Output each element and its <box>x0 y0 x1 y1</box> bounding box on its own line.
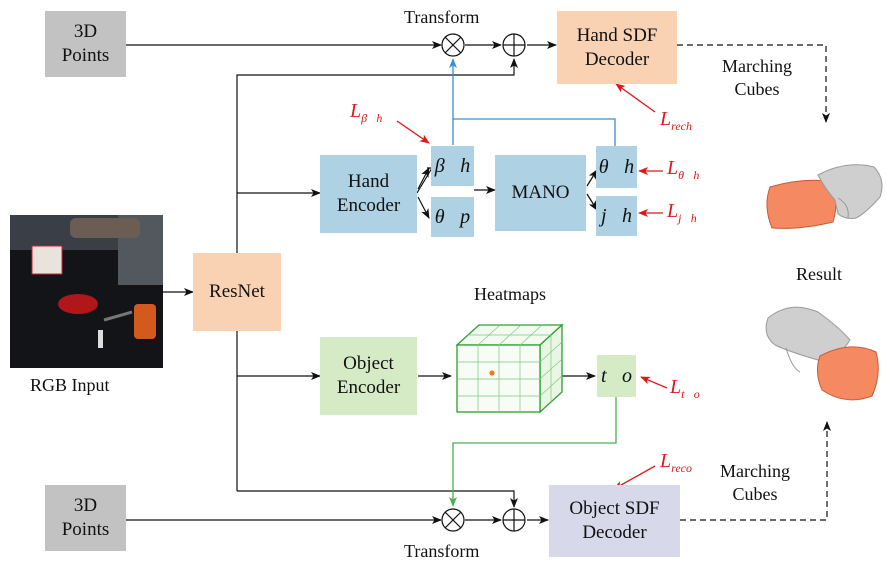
object-encoder-box: Object Encoder <box>320 337 417 415</box>
hand-encoder-box: Hand Encoder <box>320 155 417 233</box>
loss-rec-o: Lreco <box>660 450 693 475</box>
j-param-box: j⃗h <box>596 196 637 236</box>
transform-label-top: Transform <box>404 7 480 27</box>
result-mesh-top <box>766 164 883 229</box>
loss-arrow-beta <box>396 120 430 144</box>
loss-rec-h: Lrech <box>660 108 693 133</box>
black-connections <box>126 41 598 524</box>
multiply-top-op <box>441 33 465 57</box>
loss-j-h: Lj⃗h <box>667 200 697 225</box>
object-sdf-decoder-box: Object SDF Decoder <box>549 485 680 557</box>
add-bottom-op <box>502 508 526 532</box>
t-param-box: t⃗o <box>597 355 636 397</box>
points-input-bottom: 3D Points <box>45 485 126 551</box>
heatmap-volume <box>455 323 564 414</box>
green-t-to-multiply <box>449 397 617 507</box>
transform-label-bottom: Transform <box>404 541 480 561</box>
arrow-mano-j <box>586 193 598 211</box>
marching-cubes-top-label: Marching Cubes <box>722 56 792 100</box>
blue-beta-theta-to-multiply <box>453 118 616 146</box>
hand-sdf-decoder-box: Hand SDF Decoder <box>557 11 677 84</box>
arrow-encoder-beta <box>417 167 430 190</box>
dashed-object-marching <box>680 421 831 521</box>
dashed-hand-marching <box>677 44 830 123</box>
arrow-encoder-theta-p <box>417 196 430 219</box>
result-mesh-bottom <box>765 306 879 401</box>
loss-t-o: Lt⃗o <box>670 376 700 401</box>
object-translation-flow <box>449 397 617 507</box>
loss-beta: Lβ⃗h <box>350 100 383 125</box>
rgb-input-label: RGB Input <box>30 375 110 395</box>
trunk-resnet-top <box>236 58 518 264</box>
loss-arrow-t <box>640 376 668 389</box>
multiply-bottom-op <box>441 508 465 532</box>
result-label: Result <box>796 264 843 284</box>
rgb-input-image <box>10 215 163 368</box>
add-top-op <box>502 33 526 57</box>
theta-p-param-box: θ⃗p <box>431 197 474 237</box>
arrow-mano-theta <box>586 169 598 187</box>
loss-arrow-rec-h <box>615 83 656 113</box>
operators <box>441 33 526 532</box>
marching-cubes-bottom-label: Marching Cubes <box>720 461 790 505</box>
theta-h-param-box: θ⃗h <box>596 146 637 188</box>
beta-param-box: β⃗h <box>431 146 474 186</box>
points-input-top: 3D Points <box>45 11 126 77</box>
heatmap-peak <box>489 370 495 376</box>
resnet-box: ResNet <box>193 253 281 331</box>
loss-theta-h: Lθ⃗h <box>667 157 700 182</box>
hand-parameter-flow <box>449 58 616 146</box>
heatmaps-label: Heatmaps <box>474 284 546 304</box>
arrow-trunk-to-add-bottom <box>237 490 518 508</box>
arrow-encoder-to-beta <box>416 167 434 194</box>
mano-box: MANO <box>495 155 586 231</box>
marching-cubes-paths <box>677 44 831 521</box>
